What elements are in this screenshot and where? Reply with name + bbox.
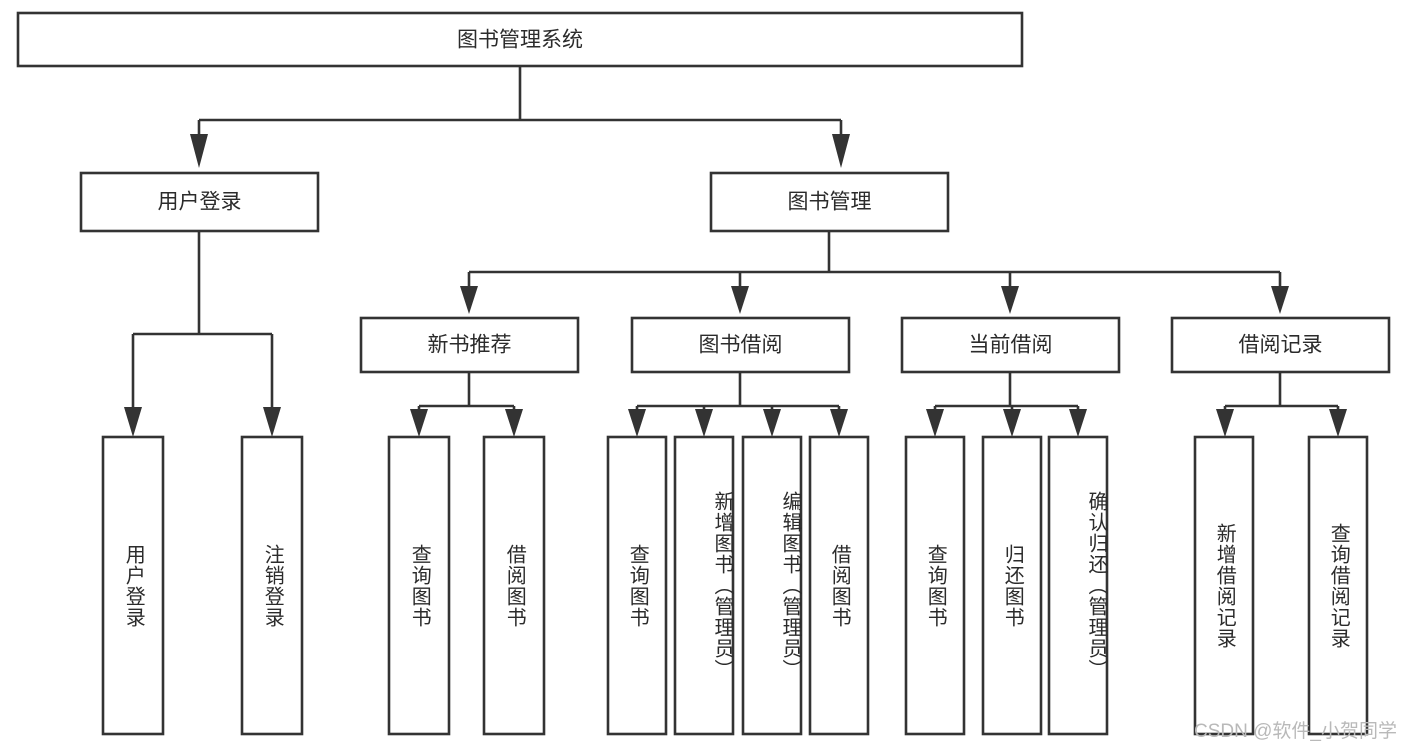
node-leaf-confirm-return-admin-box[interactable]	[1047, 435, 1109, 736]
arrow-head-leaf-query-book-borrow	[628, 409, 646, 437]
connector-group-root-to-level2	[190, 66, 850, 168]
arrow-head-leaf-query-book-rec	[410, 409, 428, 437]
node-book-manage-label: 图书管理	[788, 191, 872, 214]
node-leaf-borrow-book-rec-box[interactable]	[482, 435, 546, 736]
arrow-head-leaf-add-borrow-record	[1216, 409, 1234, 437]
arrow-head-leaf-user-logout	[263, 407, 281, 437]
node-book-borrow-label: 图书借阅	[699, 334, 783, 357]
arrow-head-leaf-borrow-book	[830, 409, 848, 437]
node-leaf-add-borrow-record-box[interactable]	[1193, 435, 1255, 736]
arrow-head-book-borrow	[731, 286, 749, 314]
arrow-head-leaf-user-login	[124, 407, 142, 437]
node-root-label: 图书管理系统	[457, 29, 583, 52]
arrow-head-leaf-confirm-return-admin	[1069, 409, 1087, 437]
arrow-head-borrow-record	[1271, 286, 1289, 314]
arrow-head-leaf-query-book-cur	[926, 409, 944, 437]
node-book-borrow[interactable]: 图书借阅	[630, 316, 851, 374]
node-leaf-edit-book-admin-box[interactable]	[741, 435, 803, 736]
node-new-book-recommend-label: 新书推荐	[428, 334, 512, 357]
node-user-login-box[interactable]	[79, 171, 320, 233]
node-current-borrow-label: 当前借阅	[969, 334, 1053, 357]
node-leaf-add-book-admin-box[interactable]	[673, 435, 735, 736]
node-current-borrow[interactable]: 当前借阅	[900, 316, 1121, 374]
node-book-manage[interactable]: 图书管理	[709, 171, 950, 233]
arrow-head-leaf-query-borrow-record	[1329, 409, 1347, 437]
arrow-head-leaf-borrow-book-rec	[505, 409, 523, 437]
node-book-manage-box[interactable]	[709, 171, 950, 233]
node-root-box[interactable]	[16, 11, 1024, 68]
connector-group-current-borrow-to-leaves	[926, 372, 1087, 437]
node-new-book-recommend-box[interactable]	[359, 316, 580, 374]
node-user-login[interactable]: 用户登录	[79, 171, 320, 233]
arrow-head-new-book-recommend	[460, 286, 478, 314]
node-leaf-query-book-borrow-box[interactable]	[606, 435, 668, 736]
connector-group-new-book-recommend-to-leaves	[410, 372, 523, 437]
node-borrow-record-label: 借阅记录	[1239, 334, 1323, 357]
connector-group-borrow-record-to-leaves	[1216, 372, 1347, 437]
node-leaf-query-book-rec-box[interactable]	[387, 435, 451, 736]
watermark-text: CSDN @软件_小贺同学	[1194, 721, 1397, 742]
arrow-head-user-login	[190, 134, 208, 168]
arrow-head-leaf-return-book	[1003, 409, 1021, 437]
node-leaf-query-book-cur-box[interactable]	[904, 435, 966, 736]
node-current-borrow-box[interactable]	[900, 316, 1121, 374]
node-root[interactable]: 图书管理系统	[16, 11, 1024, 68]
node-borrow-record-box[interactable]	[1170, 316, 1391, 374]
connector-group-book-manage-to-level3	[460, 231, 1289, 314]
node-user-login-label: 用户登录	[158, 191, 242, 214]
node-borrow-record[interactable]: 借阅记录	[1170, 316, 1391, 374]
node-leaf-user-logout-box[interactable]	[240, 435, 304, 736]
node-book-borrow-box[interactable]	[630, 316, 851, 374]
arrow-head-leaf-add-book-admin	[695, 409, 713, 437]
node-leaf-user-login-box[interactable]	[101, 435, 165, 736]
node-leaf-return-book-box[interactable]	[981, 435, 1043, 736]
connector-group-user-login-to-leaves	[124, 231, 281, 437]
connector-group-book-borrow-to-leaves	[628, 372, 848, 437]
arrow-head-leaf-edit-book-admin	[763, 409, 781, 437]
node-leaf-query-borrow-record-box[interactable]	[1307, 435, 1369, 736]
node-leaf-borrow-book-box[interactable]	[808, 435, 870, 736]
node-new-book-recommend[interactable]: 新书推荐	[359, 316, 580, 374]
arrow-head-book-manage	[832, 134, 850, 168]
arrow-head-current-borrow	[1001, 286, 1019, 314]
